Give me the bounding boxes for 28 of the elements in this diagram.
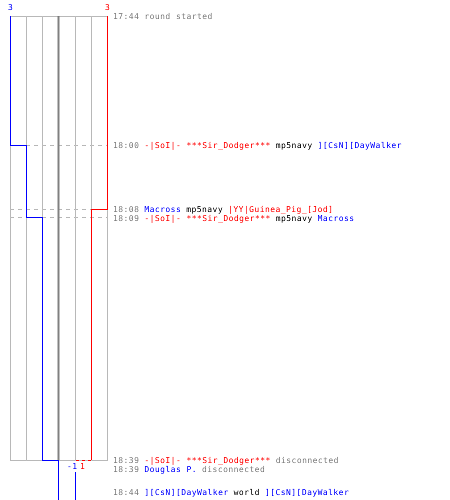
timestamp: 18:44 xyxy=(113,488,140,496)
player-name: ][CsN][DayWalker xyxy=(264,488,350,496)
weapon-name: world xyxy=(234,488,260,496)
timestamp: 18:39 xyxy=(113,464,140,474)
player-name: |YY|Guinea_Pig_[Jod] xyxy=(228,204,334,214)
player-name: ][CsN][DayWalker xyxy=(318,140,402,150)
timestamp: 18:00 xyxy=(113,140,140,150)
player-name: Douglas P. xyxy=(144,464,198,474)
event-text: round started xyxy=(144,12,213,20)
player-name: -|SoI|- ***Sir_Dodger*** xyxy=(144,140,271,150)
team-count: 3 xyxy=(105,3,110,12)
player-name: -|SoI|- ***Sir_Dodger*** xyxy=(144,456,271,464)
timestamp: 18:39 xyxy=(113,456,140,464)
timestamp: 18:08 xyxy=(113,204,140,214)
event-text: disconnected xyxy=(276,456,339,464)
team-count: -1 xyxy=(67,462,78,471)
player-name: Macross xyxy=(144,204,182,214)
player-name: Macross xyxy=(318,214,354,222)
team-count: 3 xyxy=(8,3,14,12)
weapon-name: mp5navy xyxy=(186,204,224,214)
timestamp: 17:44 xyxy=(113,12,140,20)
player-name: -|SoI|- ***Sir_Dodger*** xyxy=(144,214,271,222)
player-name: ][CsN][DayWalker xyxy=(144,488,229,496)
timestamp: 18:09 xyxy=(113,214,140,222)
team-count: 1 xyxy=(80,462,86,471)
event-text: disconnected xyxy=(202,464,266,474)
weapon-name: mp5navy xyxy=(276,214,313,222)
weapon-name: mp5navy xyxy=(276,140,313,150)
